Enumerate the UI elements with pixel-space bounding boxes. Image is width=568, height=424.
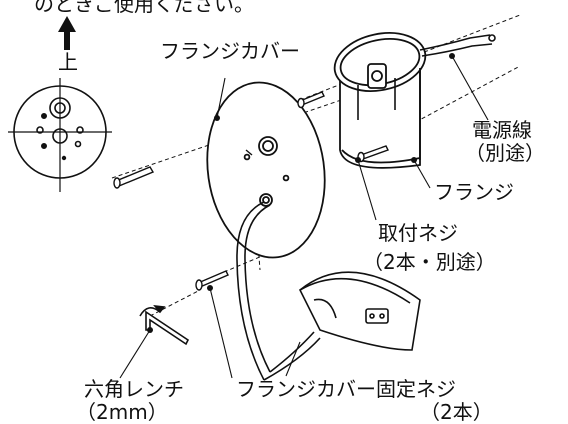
leader-dots	[147, 53, 455, 333]
leader-lines	[119, 55, 489, 379]
up-arrow-icon	[58, 16, 76, 50]
power-cable	[419, 34, 496, 57]
power-cable-label: 電源線	[472, 118, 532, 142]
screw-icon	[113, 91, 389, 291]
flange-cover-label: フランジカバー	[160, 39, 300, 63]
hex-wrench-icon	[139, 304, 190, 346]
mount-screw-label: 取付ネジ	[378, 221, 458, 245]
cable	[236, 201, 321, 381]
flange	[333, 32, 427, 169]
power-cable-note: （別途）	[465, 141, 545, 165]
light-fixture	[298, 271, 421, 351]
cover-fix-screw-count: （2本）	[420, 400, 493, 424]
mount-screw-note: （2本・別途）	[363, 250, 496, 274]
hex-wrench-label: 六角レンチ	[84, 377, 184, 401]
flange-cover	[206, 81, 326, 259]
cover-fix-screw-label: フランジカバー固定ネジ	[236, 377, 456, 401]
header-text: のときご使用ください。	[34, 0, 254, 16]
flange-label: フランジ	[434, 180, 514, 204]
hex-wrench-size: （2mm）	[76, 400, 168, 424]
bracket-top-view	[8, 78, 112, 192]
up-label: 上	[58, 50, 78, 74]
